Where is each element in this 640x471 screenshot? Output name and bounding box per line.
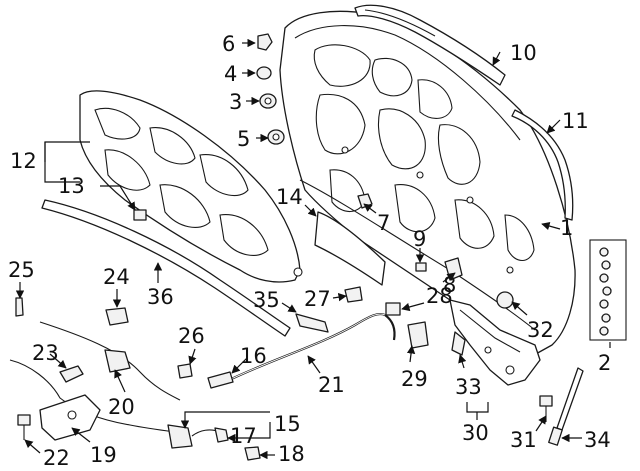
- sound-pad: [314, 211, 386, 286]
- callout-4: 4: [224, 62, 237, 86]
- callout-9: 9: [413, 227, 426, 251]
- callout-28: 28: [426, 284, 453, 308]
- hood-latch: [39, 394, 101, 441]
- callout-13: 13: [58, 174, 85, 198]
- retainer-clip: [177, 363, 193, 379]
- release-cable: [224, 302, 401, 383]
- callout-30: 30: [462, 421, 489, 445]
- hood-seal-side: [511, 109, 574, 221]
- hood-bumper: [344, 286, 363, 303]
- callout-6: 6: [222, 32, 235, 56]
- leader-lines: [15, 38, 611, 460]
- callout-35: 35: [253, 288, 280, 312]
- insulator-clip: [133, 209, 147, 221]
- callout-1: 1: [560, 216, 573, 240]
- callout-34: 34: [584, 428, 611, 452]
- callout-10: 10: [510, 41, 537, 65]
- hood-strut: [548, 367, 584, 446]
- callout-27: 27: [304, 287, 331, 311]
- hood-insulator: [79, 90, 303, 283]
- callout-15: 15: [274, 412, 301, 436]
- callout-33: 33: [455, 375, 482, 399]
- callout-32: 32: [527, 318, 554, 342]
- callout-12: 12: [10, 149, 37, 173]
- support-bracket: [295, 313, 329, 333]
- callout-23: 23: [32, 341, 59, 365]
- fastener-kit: [589, 239, 627, 341]
- latch-bolt: [17, 414, 31, 440]
- callout-7: 7: [377, 211, 390, 235]
- callout-24: 24: [103, 265, 130, 289]
- callout-29: 29: [401, 367, 428, 391]
- callout-8: 8: [443, 273, 456, 297]
- callout-3: 3: [229, 90, 242, 114]
- hood-seal-upper: [354, 4, 506, 86]
- support-bolt: [207, 371, 234, 389]
- callout-11: 11: [562, 109, 589, 133]
- callout-22: 22: [43, 446, 70, 470]
- callout-26: 26: [178, 324, 205, 348]
- callout-25: 25: [8, 258, 35, 282]
- callout-19: 19: [90, 443, 117, 467]
- latch-switch: [167, 424, 261, 461]
- callout-17: 17: [230, 424, 257, 448]
- callout-5: 5: [237, 127, 250, 151]
- hood-hinge: [449, 291, 541, 386]
- callout-18: 18: [278, 442, 305, 466]
- cable-clip: [105, 307, 129, 326]
- hinge-bolt: [539, 395, 553, 422]
- cable-guide: [15, 297, 24, 317]
- callout-2: 2: [598, 351, 611, 375]
- hood-seal-front: [41, 199, 291, 337]
- latch-bracket: [407, 321, 429, 349]
- callout-14: 14: [276, 185, 303, 209]
- callout-16: 16: [240, 344, 267, 368]
- hood-panel: [279, 10, 576, 361]
- callout-labels: 1 2 3 4 5 6 7 8 9 10 11 12 13 14 15 16 1…: [8, 32, 611, 470]
- callout-21: 21: [318, 373, 345, 397]
- callout-31: 31: [510, 428, 537, 452]
- callout-20: 20: [108, 395, 135, 419]
- release-handle: [59, 365, 84, 383]
- callout-36: 36: [147, 285, 174, 309]
